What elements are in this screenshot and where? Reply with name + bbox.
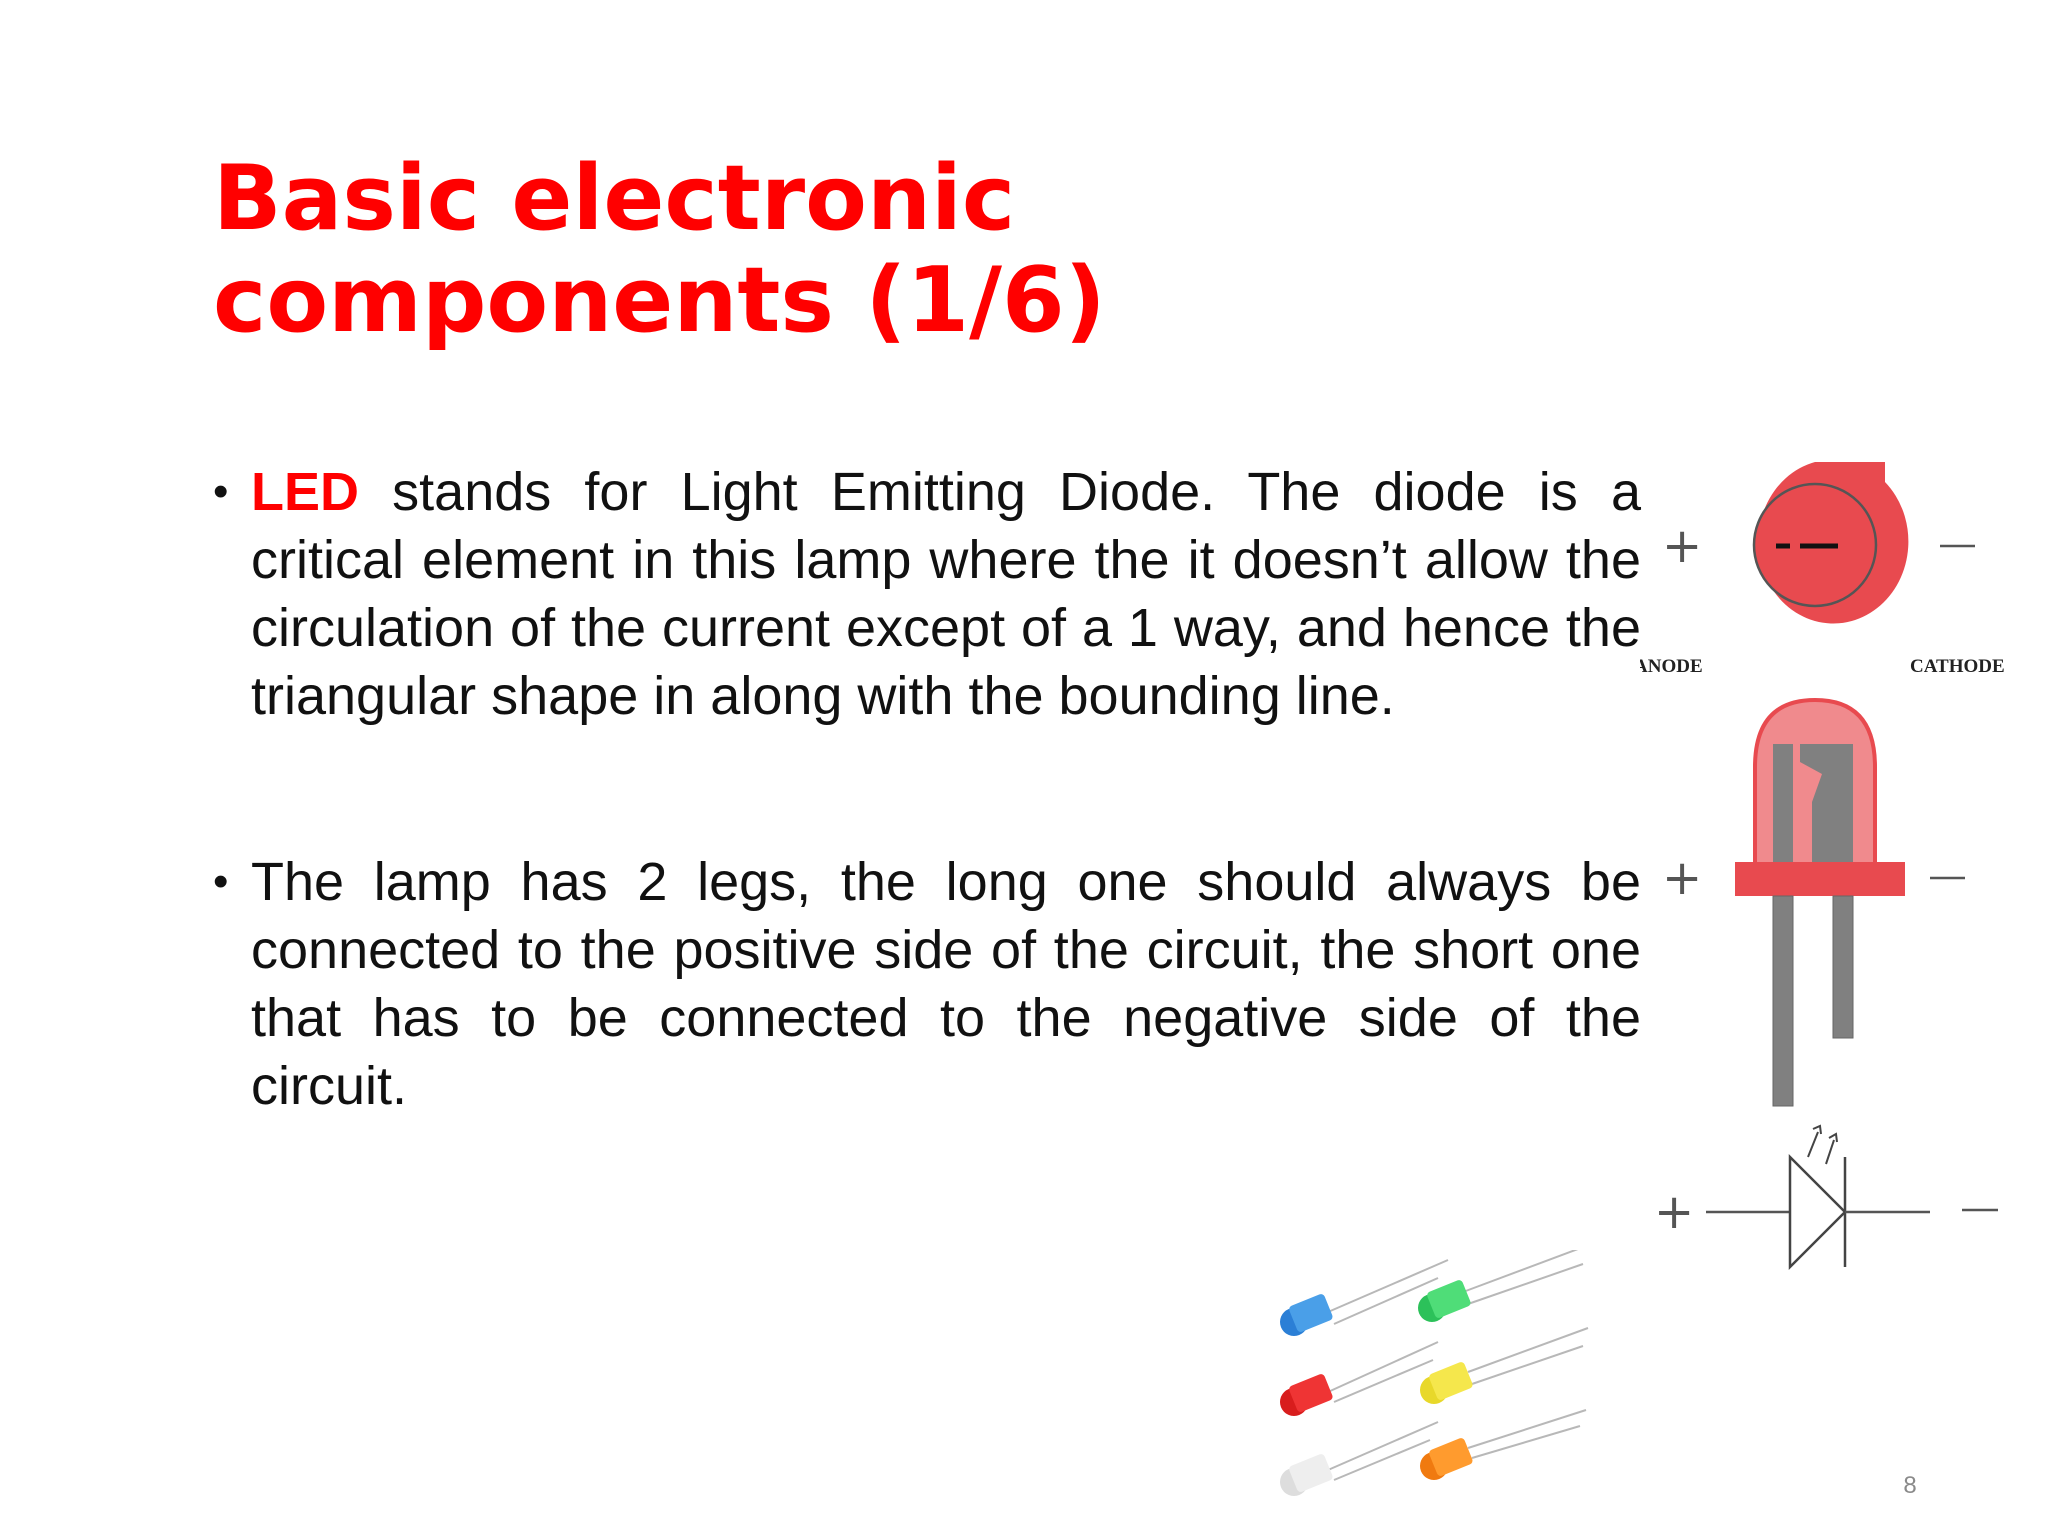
anode-label: ANODE <box>1640 656 1703 677</box>
led-side-view: + <box>1662 697 1965 1107</box>
cathode-label: CATHODE <box>1910 656 2005 677</box>
green-led-icon <box>1418 1280 1471 1322</box>
bullet-keyword: LED <box>251 462 359 522</box>
bullet-text: The lamp has 2 legs, the long one should… <box>251 852 1641 1116</box>
bullet-item-led: • LED stands for Light Emitting Diode. T… <box>213 458 1641 730</box>
slide-title: Basic electronic components (1/6) <box>213 146 1106 353</box>
led-schematic-icon: + <box>1654 1124 1998 1271</box>
bullet-dot-icon: • <box>213 857 229 906</box>
yellow-led-icon <box>1420 1362 1473 1404</box>
colored-leds-photo <box>1280 1250 1589 1496</box>
plus-sign-icon: + <box>1662 850 1702 906</box>
bullet-list: • LED stands for Light Emitting Diode. T… <box>213 458 1641 1238</box>
red-led-icon <box>1280 1374 1333 1416</box>
blue-led-icon <box>1280 1294 1333 1336</box>
led-top-view: + <box>1662 462 1975 624</box>
page-number: 8 <box>1903 1472 1917 1499</box>
plus-sign-icon: + <box>1654 1184 1694 1240</box>
led-diagram: + ANODE CATHODE + + <box>1640 462 2005 1271</box>
plus-sign-icon: + <box>1662 518 1702 574</box>
white-led-icon <box>1280 1454 1333 1496</box>
orange-led-icon <box>1420 1438 1473 1480</box>
bullet-item-legs: • The lamp has 2 legs, the long one shou… <box>213 848 1641 1120</box>
bullet-dot-icon: • <box>213 467 229 516</box>
bullet-text: stands for Light Emitting Diode. The dio… <box>251 462 1641 726</box>
